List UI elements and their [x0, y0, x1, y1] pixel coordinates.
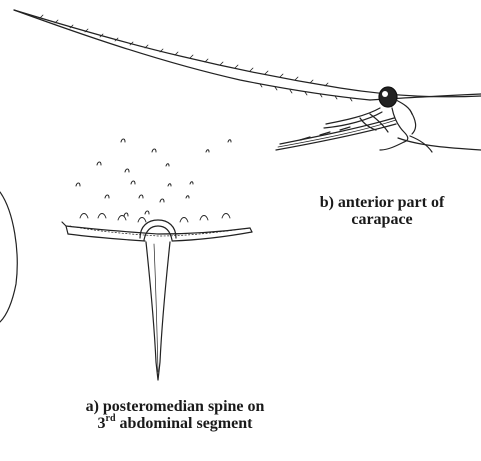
caption-carapace: b) anterior part of carapace [282, 194, 481, 228]
rostrum-upper-edge [14, 10, 481, 97]
setae [76, 139, 231, 216]
segment-margin [62, 222, 250, 234]
caption-ordinal-suffix: rd [106, 413, 116, 424]
carapace-drawing [14, 10, 481, 152]
caption-ordinal: 3 [98, 415, 106, 432]
carapace-lower-contour [398, 138, 481, 150]
eye [379, 87, 397, 107]
abdominal-segment-drawing [0, 139, 252, 380]
scaphocerite [276, 118, 396, 150]
caption-spine-line2: 3rd abdominal segment [60, 415, 290, 432]
caption-carapace-line2: carapace [282, 211, 481, 228]
rostrum-serration [40, 15, 328, 86]
caption-spine-line1: a) posteromedian spine on [60, 398, 290, 415]
partial-circle [0, 192, 17, 322]
caption-spine-line2-rest: abdominal segment [116, 415, 253, 432]
rostrum-lower-edge [14, 10, 370, 100]
caption-carapace-line1: b) anterior part of [282, 194, 481, 211]
caption-spine: a) posteromedian spine on 3rd abdominal … [60, 398, 290, 432]
antennal-peduncle [324, 108, 382, 128]
